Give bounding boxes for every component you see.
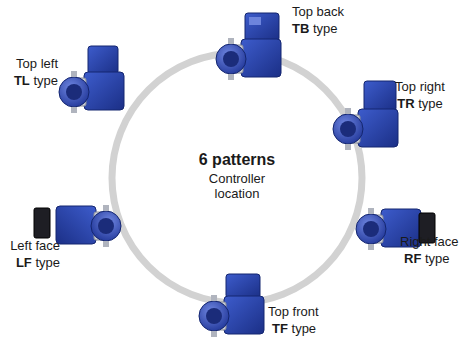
label-text: type — [33, 73, 58, 88]
ring — [112, 53, 362, 303]
type-code: 6 patterns — [199, 151, 275, 168]
pump-tf — [199, 274, 264, 337]
label-line: LFtype — [16, 255, 60, 270]
label-line: TF type — [272, 321, 316, 336]
label-text: Controller location — [209, 171, 265, 201]
label-text: Top left — [16, 56, 58, 71]
label-text: Top front — [268, 304, 319, 319]
label-text: type — [425, 251, 450, 266]
label-text: Left face — [10, 238, 60, 253]
pump-tr — [333, 81, 398, 150]
label-line: Left face — [10, 238, 60, 253]
label-line: Right face — [400, 234, 459, 249]
label-text: type — [313, 21, 338, 36]
label-text: Top right — [395, 79, 445, 94]
label-line: Top left — [16, 56, 58, 71]
label-line: TB type — [292, 21, 338, 36]
type-code: TR — [397, 96, 414, 111]
label-line: Top front — [268, 304, 319, 319]
type-code: TB — [292, 21, 309, 36]
type-code: TL — [14, 73, 30, 88]
label-text: type — [418, 96, 443, 111]
label-line: TLtype — [14, 73, 58, 88]
label-line: 6 patterns — [199, 150, 275, 169]
label-text: Right face — [400, 234, 459, 249]
type-code: TF — [272, 321, 288, 336]
pump-tb — [216, 13, 281, 80]
type-code: RF — [404, 251, 421, 266]
label-line: Top back — [292, 4, 344, 19]
label-line: TR type — [397, 96, 443, 111]
label-text: type — [292, 321, 317, 336]
type-code: LF — [16, 255, 32, 270]
pump-tl — [59, 46, 124, 113]
label-text: type — [35, 255, 60, 270]
label-line: Controller location — [197, 171, 277, 201]
label-text: Top back — [292, 4, 344, 19]
label-line: Top right — [395, 79, 445, 94]
label-line: RF type — [404, 251, 450, 266]
